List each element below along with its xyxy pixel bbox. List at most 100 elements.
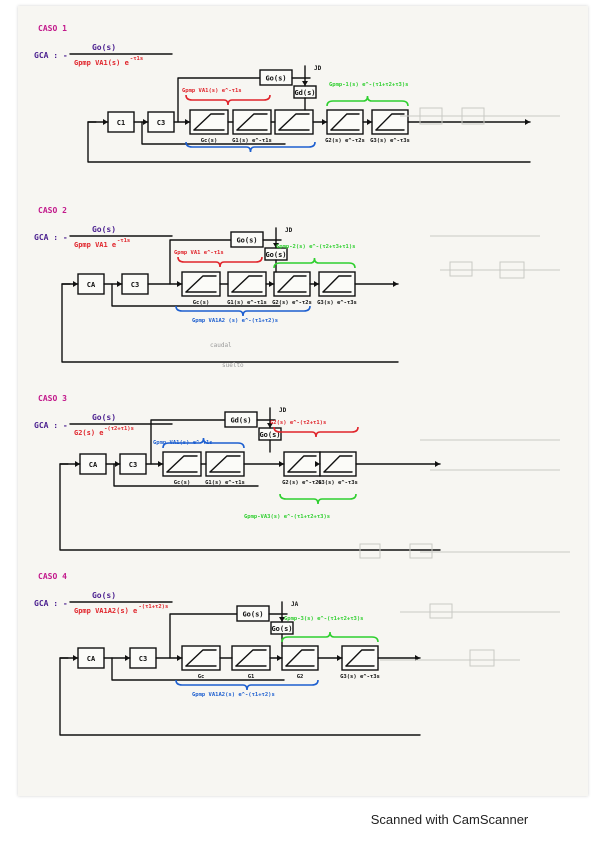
blue-brace <box>175 305 311 317</box>
transfer-block: CA <box>77 647 105 669</box>
erased-block <box>449 261 473 277</box>
red-brace <box>273 426 359 438</box>
transfer-block: C3 <box>129 647 157 669</box>
step-response-curve <box>287 455 317 473</box>
formula-exponent: -(τ2+τ1)s <box>104 426 134 432</box>
block-caption: G3(s) e^-τ3s <box>370 138 410 144</box>
arrow-head <box>315 461 320 467</box>
transfer-block: CA <box>77 273 105 295</box>
block-label: Go(s) <box>265 251 286 259</box>
pencil-note: caudal <box>210 342 232 349</box>
scanner-watermark: Scanned with CamScanner <box>0 812 599 827</box>
block-label: Go(s) <box>265 75 286 83</box>
formula-denominator: Gpmp VA1(s) e <box>74 59 129 67</box>
arrow-head <box>177 655 182 661</box>
transfer-block <box>232 109 272 135</box>
arrow-head <box>279 617 285 622</box>
transfer-block <box>283 451 321 477</box>
arrow-head <box>125 655 130 661</box>
red-annotation: Gpmp VA1(s) e^-τ1s <box>182 88 242 94</box>
arrow-head <box>277 655 282 661</box>
arrow-head <box>302 81 308 86</box>
disturbance-feedforward-path <box>169 239 232 285</box>
erased-block <box>409 543 433 559</box>
arrow-head <box>75 461 80 467</box>
transfer-block <box>205 451 245 477</box>
blue-annotation: Gpmp VA1A2 (s) e^-(τ1+τ2)s <box>192 318 278 324</box>
transfer-block: C1 <box>107 111 135 133</box>
green-annotation: Gpmp-2(s) e^-(τ2+τ3+τ1)s <box>276 244 355 250</box>
block-label: C1 <box>117 119 125 127</box>
arrow-head <box>73 655 78 661</box>
step-response-curve <box>235 649 267 667</box>
arrow-head <box>435 461 440 467</box>
step-response-curve <box>231 275 263 293</box>
block-caption: G1(s) e^-τ1s <box>227 300 267 306</box>
step-response-curve <box>285 649 315 667</box>
arrow-head <box>103 119 108 125</box>
arrow-head <box>367 119 372 125</box>
step-response-curve <box>166 455 198 473</box>
step-response-curve <box>209 455 241 473</box>
erased-block <box>461 107 485 125</box>
block-label: Gd(s) <box>294 89 315 97</box>
case-heading: CASO 3 <box>38 394 67 403</box>
arrow-head <box>73 281 78 287</box>
arrow-head <box>314 281 319 287</box>
transfer-block <box>341 645 379 671</box>
transfer-block <box>231 645 271 671</box>
transfer-block: Go(s) <box>258 427 282 441</box>
step-response-curve <box>185 275 217 293</box>
block-caption: Gc <box>198 674 205 680</box>
formula-exponent: -τ1s <box>130 56 143 62</box>
arrow-head <box>185 119 190 125</box>
block-caption: G3(s) e^-τ3s <box>318 480 358 486</box>
block-label: C3 <box>139 655 147 663</box>
step-response-curve <box>193 113 225 131</box>
step-response-curve <box>323 455 353 473</box>
red-annotation: Gpmp VA1 e^-τ1s <box>174 250 224 256</box>
transfer-block <box>227 271 267 297</box>
transfer-block <box>319 451 357 477</box>
formula-lhs: GCA : - <box>34 233 68 242</box>
transfer-block: Go(s) <box>259 69 293 86</box>
case-heading: CASO 4 <box>38 572 67 581</box>
disturbance-feedforward-path <box>150 419 226 465</box>
formula-lhs: GCA : - <box>34 599 68 608</box>
disturbance-label: JD <box>314 65 322 72</box>
red-annotation: G2(s) e^-(τ2+τ1)s <box>270 420 326 426</box>
step-response-curve <box>330 113 360 131</box>
erased-block <box>429 603 453 619</box>
blue-brace <box>162 437 245 449</box>
formula-numerator: Go(s) <box>92 225 116 234</box>
erased-block <box>359 543 381 559</box>
disturbance-label: JD <box>279 407 287 414</box>
transfer-block: Go(s) <box>230 231 264 248</box>
step-response-curve <box>277 275 307 293</box>
green-annotation: Gpmp-VA3(s) e^-(τ1+τ2+τ3)s <box>244 514 330 520</box>
transfer-formula: GCA : -Go(s)Gpmp VA1(s) e-τ1s <box>34 43 173 67</box>
blue-annotation: Gpmp VA1A2(s) e^-(τ1+τ2)s <box>192 692 275 698</box>
blue-brace <box>185 141 316 153</box>
transfer-block <box>326 109 364 135</box>
arrow-head <box>117 281 122 287</box>
disturbance-label: JD <box>285 227 293 234</box>
arrow-head <box>393 281 398 287</box>
pencil-note: suelto <box>222 362 244 369</box>
block-label: Go(s) <box>242 611 263 619</box>
arrow-head <box>273 243 279 248</box>
erased-block <box>499 261 525 279</box>
block-caption: Gc(s) <box>174 480 191 486</box>
step-response-curve <box>278 113 310 131</box>
block-label: C3 <box>129 461 137 469</box>
block-caption: G2(s) e^-τ2s <box>282 480 322 486</box>
arrow-head <box>337 655 342 661</box>
transfer-block: Go(s) <box>236 605 270 622</box>
green-brace <box>326 95 409 107</box>
red-brace <box>185 94 271 106</box>
erased-block <box>419 107 443 125</box>
outer-feedback-path <box>59 463 441 551</box>
arrow-head <box>267 423 273 428</box>
transfer-block <box>181 271 221 297</box>
